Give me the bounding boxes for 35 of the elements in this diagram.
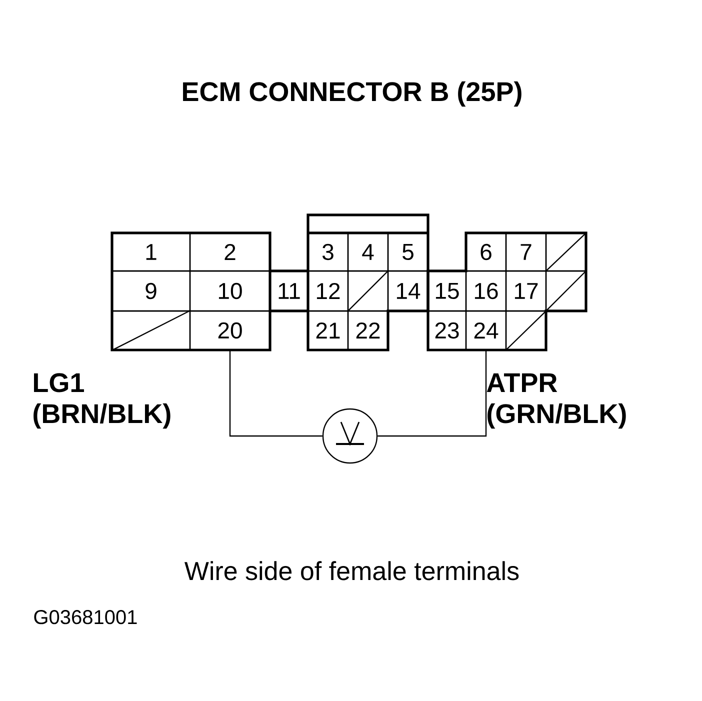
- terminal-cell: 4: [347, 232, 389, 272]
- unused-terminal-cell: [111, 310, 191, 352]
- terminal-cell: 21: [307, 310, 349, 351]
- title: ECM CONNECTOR B (25P): [183, 81, 522, 107]
- terminal-cell: 23: [427, 310, 467, 351]
- terminal-cell: 7: [505, 232, 547, 272]
- terminal-cell: 17: [505, 270, 547, 312]
- terminal-cell: 5: [387, 232, 429, 272]
- wire: [378, 350, 487, 437]
- terminal-cell: 12: [307, 270, 349, 312]
- node-label: 1: [146, 244, 156, 260]
- wire: [229, 350, 322, 437]
- terminal-cell: 20: [189, 310, 271, 351]
- terminal-cell: 2: [189, 232, 271, 272]
- node-label: 3: [322, 244, 334, 260]
- unused-terminal-cell: [346, 270, 390, 312]
- figure-id: G03681001: [34, 610, 137, 624]
- voltmeter-symbol: [322, 408, 378, 464]
- wire-label: LG1: [34, 373, 84, 392]
- unused-terminal-cell: [545, 232, 588, 272]
- terminal-cell: 22: [347, 310, 389, 351]
- node-label: 15: [436, 282, 459, 300]
- wire-color-label: (BRN/BLK): [34, 403, 170, 429]
- terminal-cell: 24: [465, 310, 507, 351]
- unused-terminal-cell: [544, 270, 588, 312]
- wire-color-label: (GRN/BLK): [488, 403, 626, 429]
- terminal-cell: 14: [387, 270, 429, 312]
- terminal-cell: 10: [189, 270, 271, 312]
- caption: Wire side of female terminals: [184, 561, 519, 580]
- node-label: 6: [480, 244, 492, 260]
- wire-label: ATPR: [486, 373, 558, 392]
- unused-terminal-cell: [504, 310, 548, 352]
- node-label: 11: [278, 283, 300, 299]
- terminal-cell: 16: [465, 270, 507, 312]
- terminal-cell: 9: [111, 270, 191, 312]
